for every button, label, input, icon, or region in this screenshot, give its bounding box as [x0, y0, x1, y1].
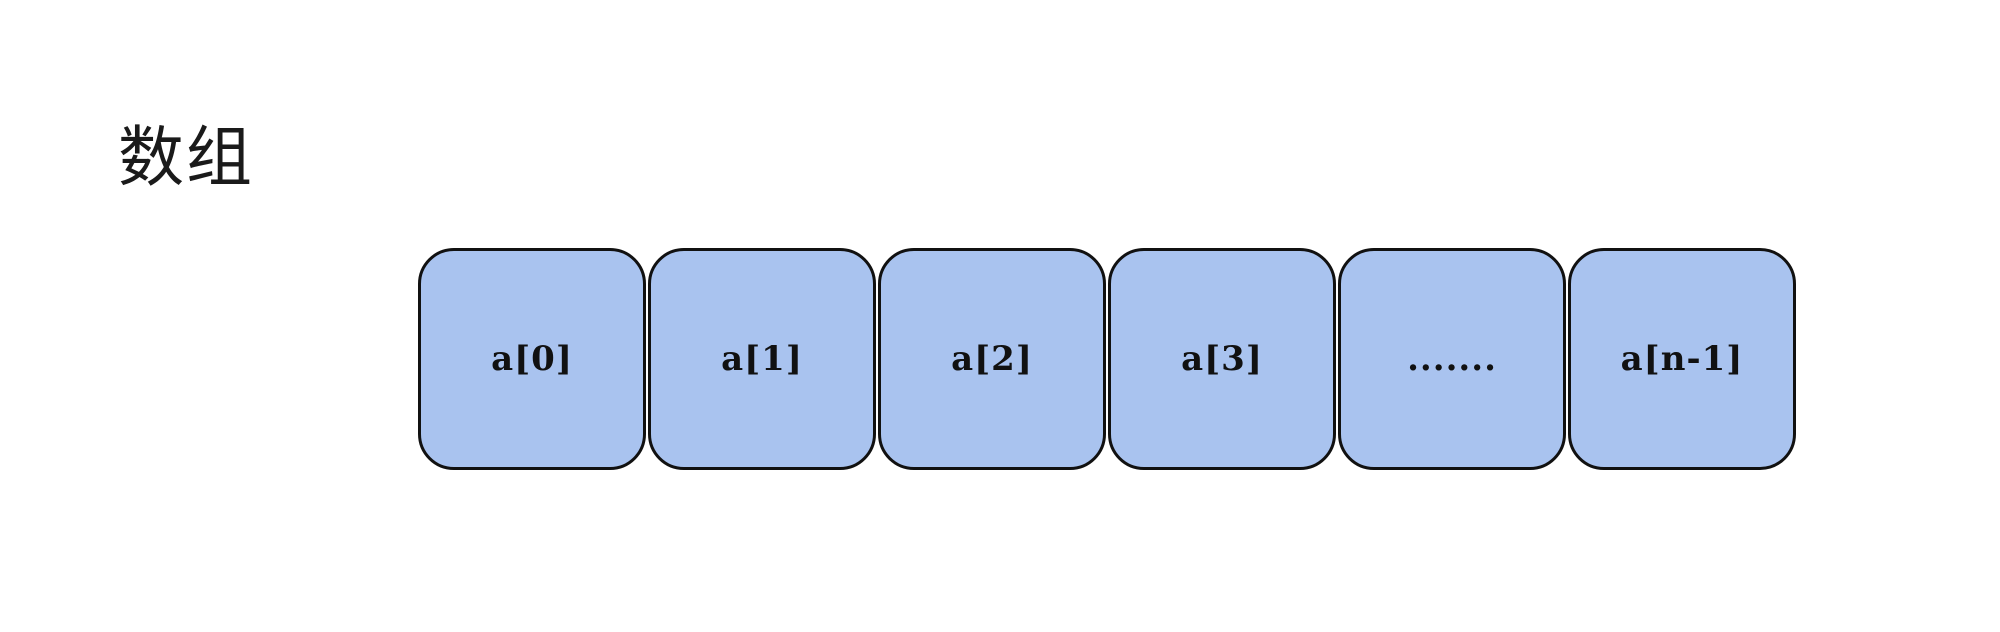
array-cell-label: a[0] — [491, 339, 573, 379]
array-cell-label: ....... — [1407, 339, 1497, 379]
array-cell-label: a[2] — [951, 339, 1033, 379]
diagram-title: 数组 — [118, 119, 254, 196]
array-cell-2: a[2] — [878, 248, 1106, 470]
array-diagram: a[0] a[1] a[2] a[3] ....... a[n-1] — [418, 248, 1796, 470]
array-cell-label: a[n-1] — [1620, 339, 1744, 379]
array-cell-3: a[3] — [1108, 248, 1336, 470]
array-cell-label: a[1] — [721, 339, 803, 379]
array-cell-ellipsis: ....... — [1338, 248, 1566, 470]
array-cell-last: a[n-1] — [1568, 248, 1796, 470]
array-cell-label: a[3] — [1181, 339, 1263, 379]
array-cell-1: a[1] — [648, 248, 876, 470]
array-cell-0: a[0] — [418, 248, 646, 470]
